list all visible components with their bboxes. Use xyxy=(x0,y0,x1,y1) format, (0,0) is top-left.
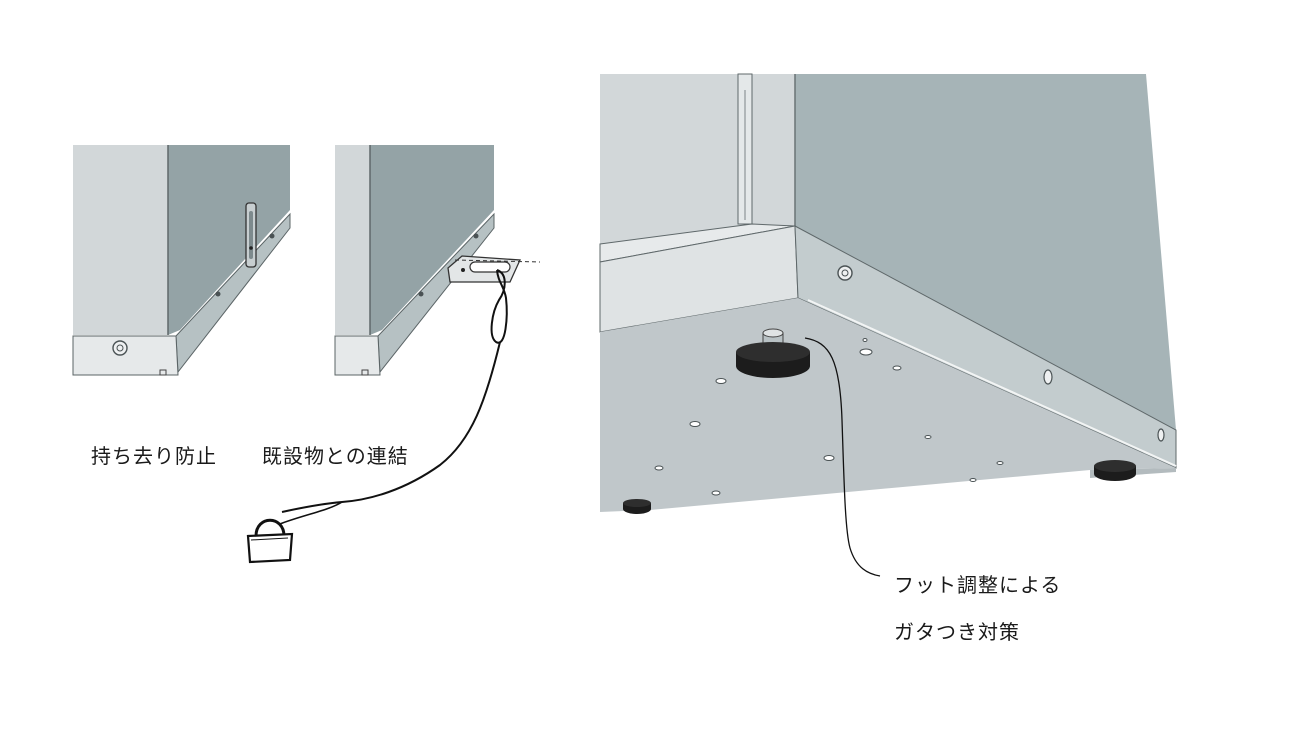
adjustable-foot-icon xyxy=(736,328,810,378)
caption-foot-line2: ガタつき対策 xyxy=(894,620,1020,644)
padlock-icon xyxy=(246,518,294,564)
cabinet-anti-theft-illustration xyxy=(72,145,291,376)
caption-foot-line1: フット調整による xyxy=(894,573,1062,597)
cabinet-side-face xyxy=(795,74,1176,430)
foot-icon xyxy=(1094,460,1136,481)
cabinet-tie-down-illustration xyxy=(334,145,541,376)
extended-hasp-icon xyxy=(447,255,541,283)
leader-line xyxy=(804,337,881,577)
cabinet-base-front xyxy=(72,335,179,376)
folded-hasp-icon xyxy=(245,202,257,268)
cabinet-front-face xyxy=(73,145,168,335)
foot-icon xyxy=(623,499,651,514)
cabinet-foot-adjuster-illustration xyxy=(599,73,1177,514)
cabinet-front-face xyxy=(600,74,795,250)
caption-anti-theft: 持ち去り防止 xyxy=(91,444,217,468)
wire-rope-with-padlock xyxy=(246,269,508,564)
cabinet-front-face xyxy=(335,145,370,335)
cabinet-side-face xyxy=(168,145,290,335)
front-bolt-icon xyxy=(112,340,128,356)
cabinet-base-front xyxy=(334,335,381,376)
cabinet-side-face xyxy=(370,145,494,335)
caption-tie-down: 既設物との連結 xyxy=(262,444,409,468)
